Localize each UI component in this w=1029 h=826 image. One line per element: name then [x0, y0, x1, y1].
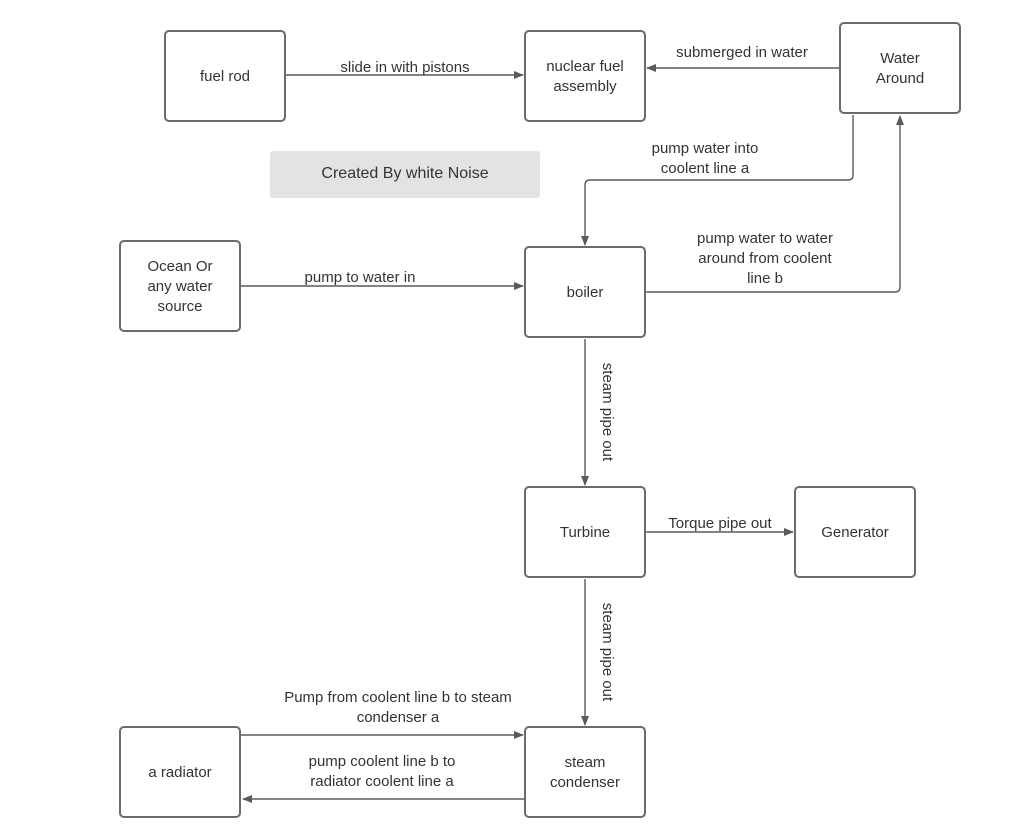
text-line: pump to water in	[305, 269, 416, 286]
text-line: fuel rod	[200, 68, 250, 85]
text-line: boiler	[567, 284, 604, 301]
text-line: line b	[747, 270, 783, 287]
edge-fuel-rod-to-assembly: slide in with pistons	[286, 59, 524, 79]
text-line: nuclear fuel	[546, 58, 624, 75]
edge-label-torque-pipe-out: Torque pipe out	[668, 515, 772, 532]
text-line: submerged in water	[676, 44, 808, 61]
edge-label-submerged-in-water: submerged in water	[676, 44, 808, 61]
edge-label-slide-in-with-pistons: slide in with pistons	[340, 59, 469, 76]
edge-label-pump-water-to-water-around: pump water to water around from coolent li…	[697, 230, 833, 287]
node-steam-condenser-label: steam condenser	[550, 754, 620, 791]
text-line: coolent line a	[661, 160, 750, 177]
edge-label-pump-coolent-line-b-to-radiator: pump coolent line b to radiator coolent l…	[309, 753, 456, 790]
text-line: Pump from coolent line b to steam	[284, 689, 512, 706]
node-ocean-water-source: Ocean Or any water source	[119, 240, 241, 332]
text-line: steam	[565, 754, 606, 771]
text-line: Ocean Or	[147, 258, 212, 275]
text-line: pump water into	[652, 140, 759, 157]
node-generator-label: Generator	[821, 524, 889, 541]
text-line: steam pipe out	[599, 603, 616, 702]
text-line: radiator coolent line a	[310, 773, 454, 790]
edge-condenser-to-radiator: pump coolent line b to radiator coolent l…	[242, 753, 524, 803]
text-line: Water	[880, 50, 919, 67]
node-steam-condenser: steam condenser	[524, 726, 646, 818]
edge-ocean-to-boiler: pump to water in	[241, 269, 524, 290]
node-nuclear-fuel-assembly: nuclear fuel assembly	[524, 30, 646, 122]
edge-label-steam-pipe-out-1: steam pipe out	[599, 363, 616, 462]
node-turbine: Turbine	[524, 486, 646, 578]
text-line: Generator	[821, 524, 889, 541]
text-line: pump water to water	[697, 230, 833, 247]
edge-turbine-to-generator: Torque pipe out	[646, 515, 794, 536]
edge-water-around-to-assembly: submerged in water	[646, 44, 839, 72]
text-line: source	[157, 298, 202, 315]
text-line: condenser a	[357, 709, 440, 726]
text-line: Around	[876, 70, 924, 87]
text-line: a radiator	[148, 764, 211, 781]
node-fuel-rod-label: fuel rod	[200, 68, 250, 85]
node-ocean-water-source-label: Ocean Or any water source	[147, 258, 212, 315]
edge-turbine-to-condenser: steam pipe out	[581, 579, 616, 726]
text-line: condenser	[550, 774, 620, 791]
node-nuclear-fuel-assembly-label: nuclear fuel assembly	[546, 58, 624, 95]
edge-radiator-to-condenser: Pump from coolent line b to steam condens…	[241, 689, 524, 739]
node-generator: Generator	[794, 486, 916, 578]
edge-label-pump-from-coolent-line-b: Pump from coolent line b to steam condens…	[284, 689, 512, 726]
text-line: steam pipe out	[599, 363, 616, 462]
text-line: slide in with pistons	[340, 59, 469, 76]
author-note-text: Created By white Noise	[321, 165, 488, 182]
node-boiler-label: boiler	[567, 284, 604, 301]
node-turbine-label: Turbine	[560, 524, 610, 541]
node-radiator: a radiator	[119, 726, 241, 818]
edge-label-pump-water-into-coolent-line-a: pump water into coolent line a	[652, 140, 759, 177]
edge-label-steam-pipe-out-2: steam pipe out	[599, 603, 616, 702]
author-note: Created By white Noise	[270, 151, 540, 198]
node-boiler: boiler	[524, 246, 646, 338]
edge-boiler-to-turbine: steam pipe out	[581, 339, 616, 486]
text-line: pump coolent line b to	[309, 753, 456, 770]
text-line: Turbine	[560, 524, 610, 541]
text-line: any water	[147, 278, 212, 295]
edge-boiler-to-water-around: pump water to water around from coolent li…	[646, 115, 904, 293]
node-fuel-rod: fuel rod	[164, 30, 286, 122]
edge-label-pump-to-water-in: pump to water in	[305, 269, 416, 286]
text-line: around from coolent	[698, 250, 832, 267]
text-line: Torque pipe out	[668, 515, 772, 532]
node-radiator-label: a radiator	[148, 764, 211, 781]
edge-water-around-to-boiler: pump water into coolent line a	[581, 115, 854, 246]
text-line: assembly	[553, 78, 617, 95]
